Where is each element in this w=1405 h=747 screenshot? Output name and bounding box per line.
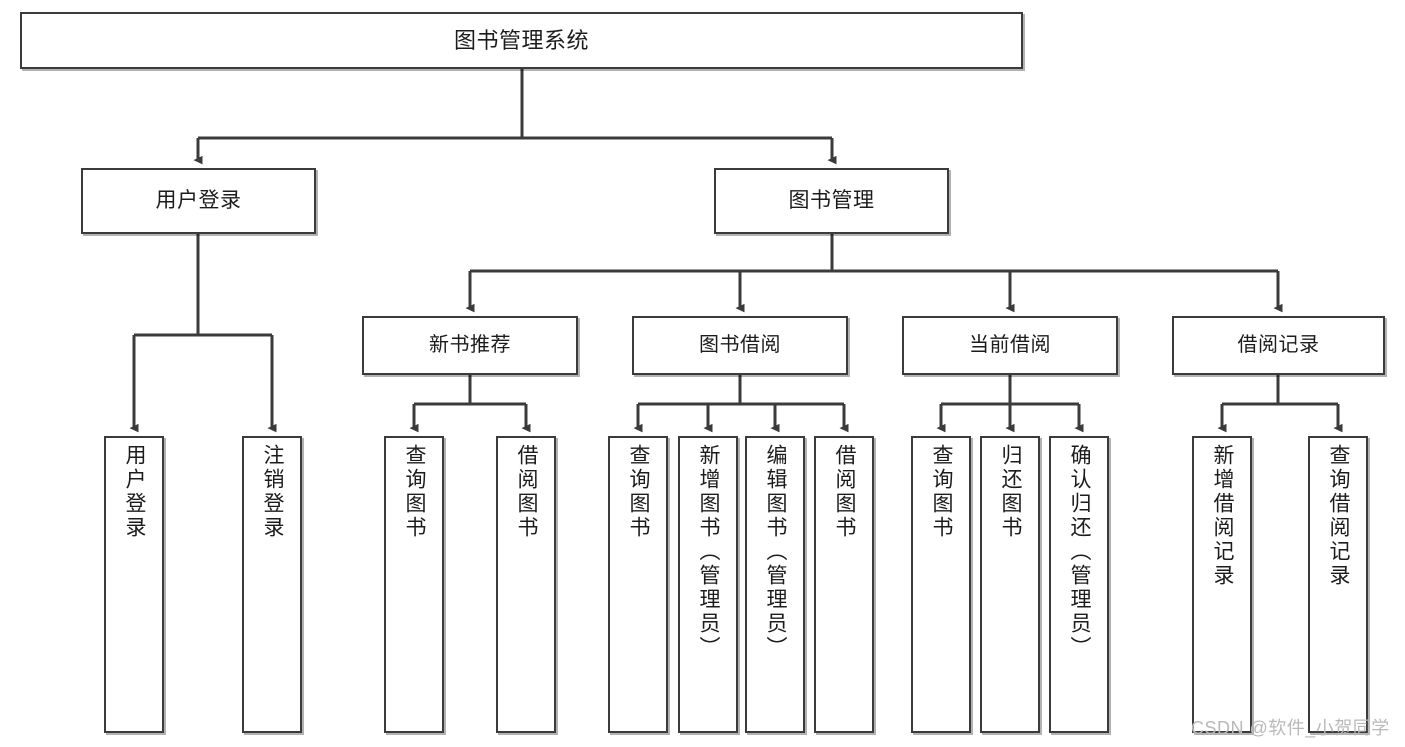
node-leaf-borrow-query[interactable]: 查询图书 (608, 436, 668, 733)
node-user-login-label: 用户登录 (155, 188, 242, 212)
node-leaf-borrow-lend-label: 借阅图书 (833, 444, 857, 540)
node-root-label: 图书管理系统 (453, 27, 589, 53)
node-root[interactable]: 图书管理系统 (20, 12, 1023, 69)
node-leaf-recommend-query-label: 查询图书 (403, 444, 427, 540)
node-leaf-user-logout[interactable]: 注销登录 (242, 436, 302, 733)
node-leaf-borrow-add-label: 新增图书（管理员） (697, 444, 721, 660)
node-leaf-user-login[interactable]: 用户登录 (104, 436, 164, 733)
node-leaf-record-search-label: 查询借阅记录 (1327, 444, 1351, 588)
node-new-book-recommend-label: 新书推荐 (429, 333, 511, 356)
node-new-book-recommend[interactable]: 新书推荐 (362, 316, 578, 375)
node-current-borrow[interactable]: 当前借阅 (902, 316, 1118, 375)
node-leaf-current-return-label: 归还图书 (999, 444, 1023, 540)
node-leaf-current-query[interactable]: 查询图书 (911, 436, 971, 733)
node-leaf-current-confirm[interactable]: 确认归还（管理员） (1049, 436, 1109, 733)
node-leaf-borrow-edit[interactable]: 编辑图书（管理员） (745, 436, 805, 733)
node-leaf-user-login-label: 用户登录 (123, 444, 147, 540)
node-leaf-borrow-edit-label: 编辑图书（管理员） (764, 444, 788, 660)
node-borrow-record-label: 借阅记录 (1237, 333, 1320, 356)
node-leaf-record-add[interactable]: 新增借阅记录 (1192, 436, 1252, 733)
node-book-borrow[interactable]: 图书借阅 (632, 316, 848, 375)
node-leaf-current-return[interactable]: 归还图书 (980, 436, 1040, 733)
node-borrow-record[interactable]: 借阅记录 (1172, 316, 1385, 375)
node-book-manage-label: 图书管理 (788, 188, 875, 212)
watermark-text: CSDN @软件_小贺同学 (1191, 718, 1390, 738)
node-leaf-borrow-add[interactable]: 新增图书（管理员） (678, 436, 738, 733)
node-leaf-user-logout-label: 注销登录 (261, 444, 285, 540)
node-user-login[interactable]: 用户登录 (81, 168, 316, 234)
node-leaf-recommend-query[interactable]: 查询图书 (384, 436, 444, 733)
node-leaf-record-add-label: 新增借阅记录 (1211, 444, 1235, 588)
node-current-borrow-label: 当前借阅 (969, 333, 1051, 356)
node-leaf-recommend-borrow[interactable]: 借阅图书 (496, 436, 556, 733)
node-leaf-record-search[interactable]: 查询借阅记录 (1308, 436, 1368, 733)
node-leaf-borrow-query-label: 查询图书 (627, 444, 651, 540)
node-leaf-current-query-label: 查询图书 (930, 444, 954, 540)
node-leaf-recommend-borrow-label: 借阅图书 (515, 444, 539, 540)
node-book-manage[interactable]: 图书管理 (714, 168, 949, 234)
node-leaf-current-confirm-label: 确认归还（管理员） (1068, 444, 1092, 660)
node-leaf-borrow-lend[interactable]: 借阅图书 (814, 436, 874, 733)
node-book-borrow-label: 图书借阅 (699, 333, 781, 356)
